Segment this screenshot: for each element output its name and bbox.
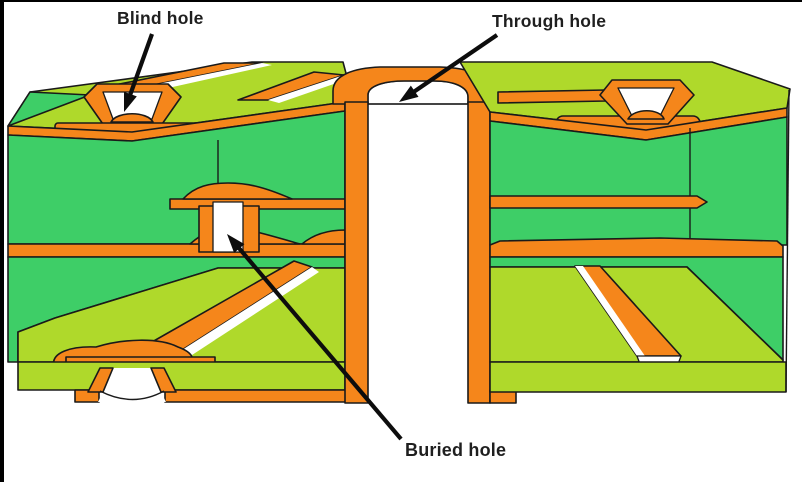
frame-top-edge	[0, 0, 802, 2]
buried-hole-arrow	[227, 234, 403, 441]
board-left-half	[7, 61, 369, 403]
blind-hole-arrow	[124, 33, 154, 112]
blind-via-dome	[110, 112, 154, 123]
left-floor-trace-highlight	[182, 267, 319, 355]
right-floor-trace-highlight	[575, 266, 645, 356]
frame-left-edge	[0, 0, 4, 482]
through-hole-wall-left	[344, 101, 369, 404]
bottom-rim-left	[74, 389, 100, 403]
through-hole-arrow	[399, 33, 499, 102]
left-inner-layer-3	[7, 243, 346, 258]
board-right-half	[459, 61, 791, 393]
right-board-edge	[785, 89, 790, 393]
right-front-face	[489, 116, 788, 246]
bottom-via-dome-arc	[99, 390, 165, 401]
bottom-via-wall-right	[150, 367, 177, 393]
top-trace-right-highlight	[268, 75, 351, 103]
through-via	[332, 66, 517, 456]
right-via-dome	[627, 109, 665, 120]
top-trace-left-highlight	[138, 63, 272, 92]
through-hole-wall-right	[467, 101, 491, 404]
label-through-hole: Through hole	[492, 11, 607, 31]
right-inner-layer-2	[489, 195, 708, 209]
bottom-via-hole	[98, 368, 166, 402]
right-bottom-band	[489, 361, 787, 393]
bottom-rim-right	[164, 389, 369, 403]
left-top-corner-facet	[7, 91, 91, 127]
buried-via-top-pad	[182, 182, 293, 200]
top-trace-center	[497, 89, 607, 104]
annotation-arrows	[124, 33, 499, 441]
buried-via	[182, 182, 346, 253]
label-buried-hole: Buried hole	[405, 440, 507, 460]
blind-via-hole	[102, 91, 163, 120]
label-blind-hole: Blind hole	[117, 8, 204, 28]
through-hole-channel	[368, 100, 468, 456]
right-inner-layer-3	[489, 237, 784, 258]
through-hole-inner-arch	[367, 80, 469, 105]
left-bottom-band	[17, 361, 346, 391]
